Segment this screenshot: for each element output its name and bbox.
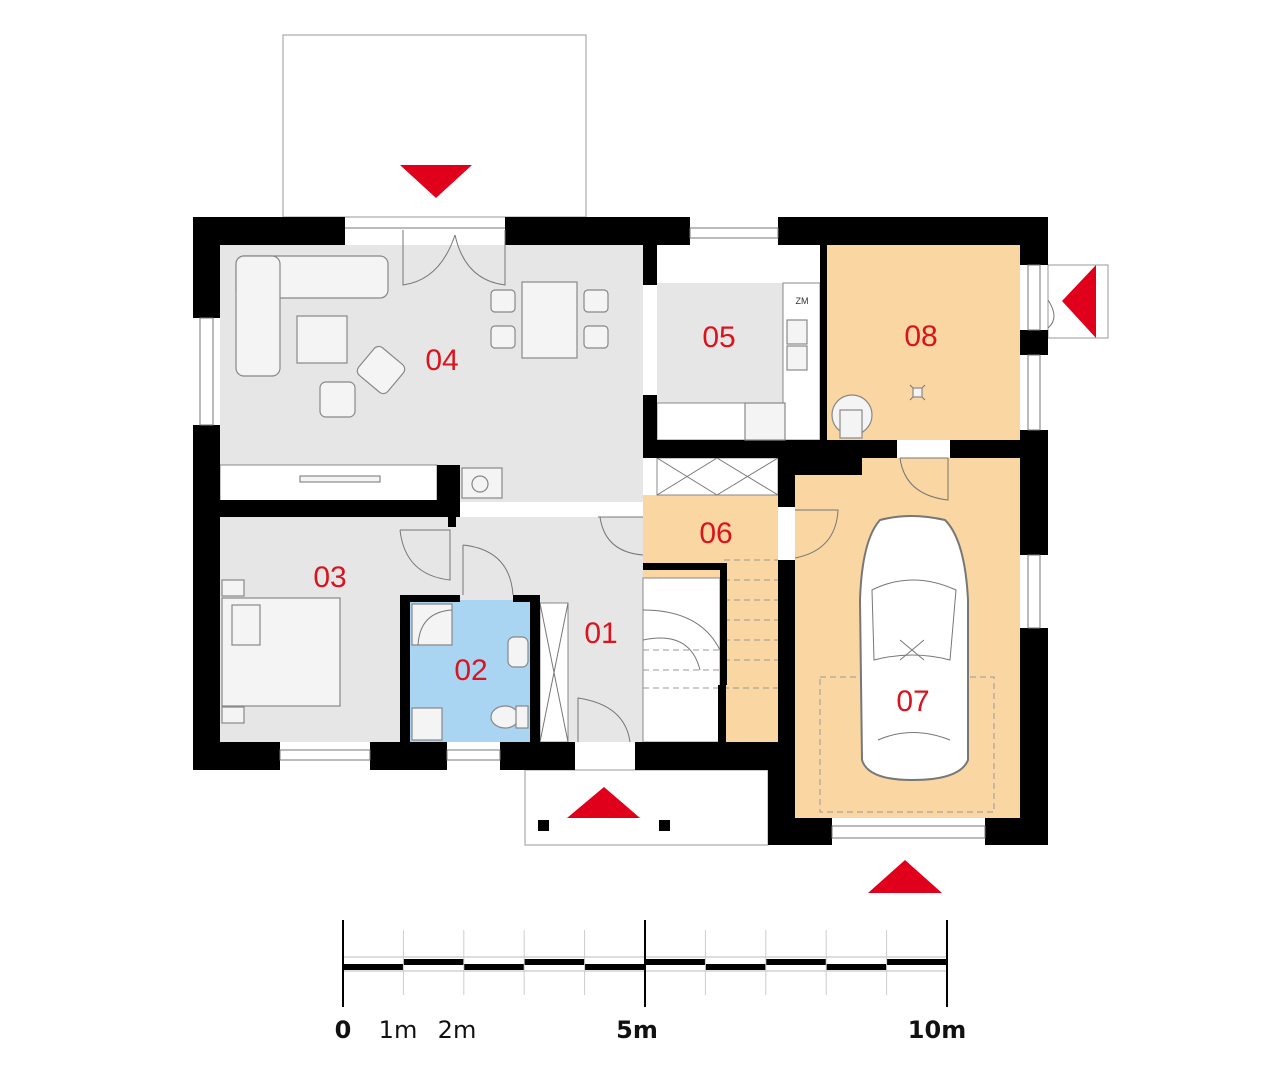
entrance-arrow-garage: [868, 860, 942, 893]
room-label-06: 06: [699, 517, 732, 550]
room-label-05: 05: [702, 321, 735, 354]
stair-wall: [643, 563, 727, 570]
strip-04: [219, 464, 438, 503]
scale-segment: [403, 959, 464, 965]
porch-post: [659, 820, 670, 831]
room-05-floor: [657, 283, 783, 403]
bathroom-fixtures: [411, 603, 529, 741]
scale-label-1m: 1m: [379, 1016, 418, 1044]
living-furniture: [235, 255, 609, 499]
scale-label-5m: 5m: [616, 1016, 658, 1044]
bed: [221, 579, 341, 724]
stair-wall: [718, 685, 726, 742]
scale-segment: [343, 964, 404, 970]
entrance-arrow-terrace: [400, 165, 472, 198]
stair-wall: [720, 563, 727, 685]
kitchen-counter-area: [657, 245, 820, 283]
scale-segment: [584, 964, 645, 970]
room-label-04: 04: [425, 344, 458, 377]
room-label-03: 03: [313, 561, 346, 594]
scale-bar: [342, 920, 948, 1007]
room-label-02: 02: [454, 654, 487, 687]
scale-segment: [524, 959, 585, 965]
room-label-08: 08: [904, 320, 937, 353]
scale-label-0: 0: [335, 1016, 352, 1044]
room-label-01: 01: [584, 617, 617, 650]
room-label-07: 07: [896, 685, 929, 718]
windows: [199, 227, 1041, 839]
door-swings: [345, 227, 1055, 743]
scale-label-10m: 10m: [908, 1016, 966, 1044]
fridge-label: ZM: [796, 296, 809, 306]
scale-segment: [463, 964, 525, 970]
wardrobe-06: [656, 457, 779, 496]
car: [858, 515, 969, 782]
kitchen-fixtures: ZM: [744, 296, 809, 441]
scale-label-2m: 2m: [438, 1016, 477, 1044]
scale-segment: [645, 959, 706, 965]
scale-segment: [886, 959, 947, 965]
scale-segment: [826, 964, 887, 970]
scale-segment: [705, 964, 766, 970]
entrance-arrow-main: [567, 787, 640, 818]
entrance-arrow-side: [1062, 265, 1096, 338]
entry-porch: [524, 769, 769, 846]
walls: [193, 217, 1048, 845]
stairs: [642, 577, 721, 743]
porch-post: [538, 820, 549, 831]
boiler: [831, 384, 926, 439]
scale-segment: [765, 959, 827, 965]
